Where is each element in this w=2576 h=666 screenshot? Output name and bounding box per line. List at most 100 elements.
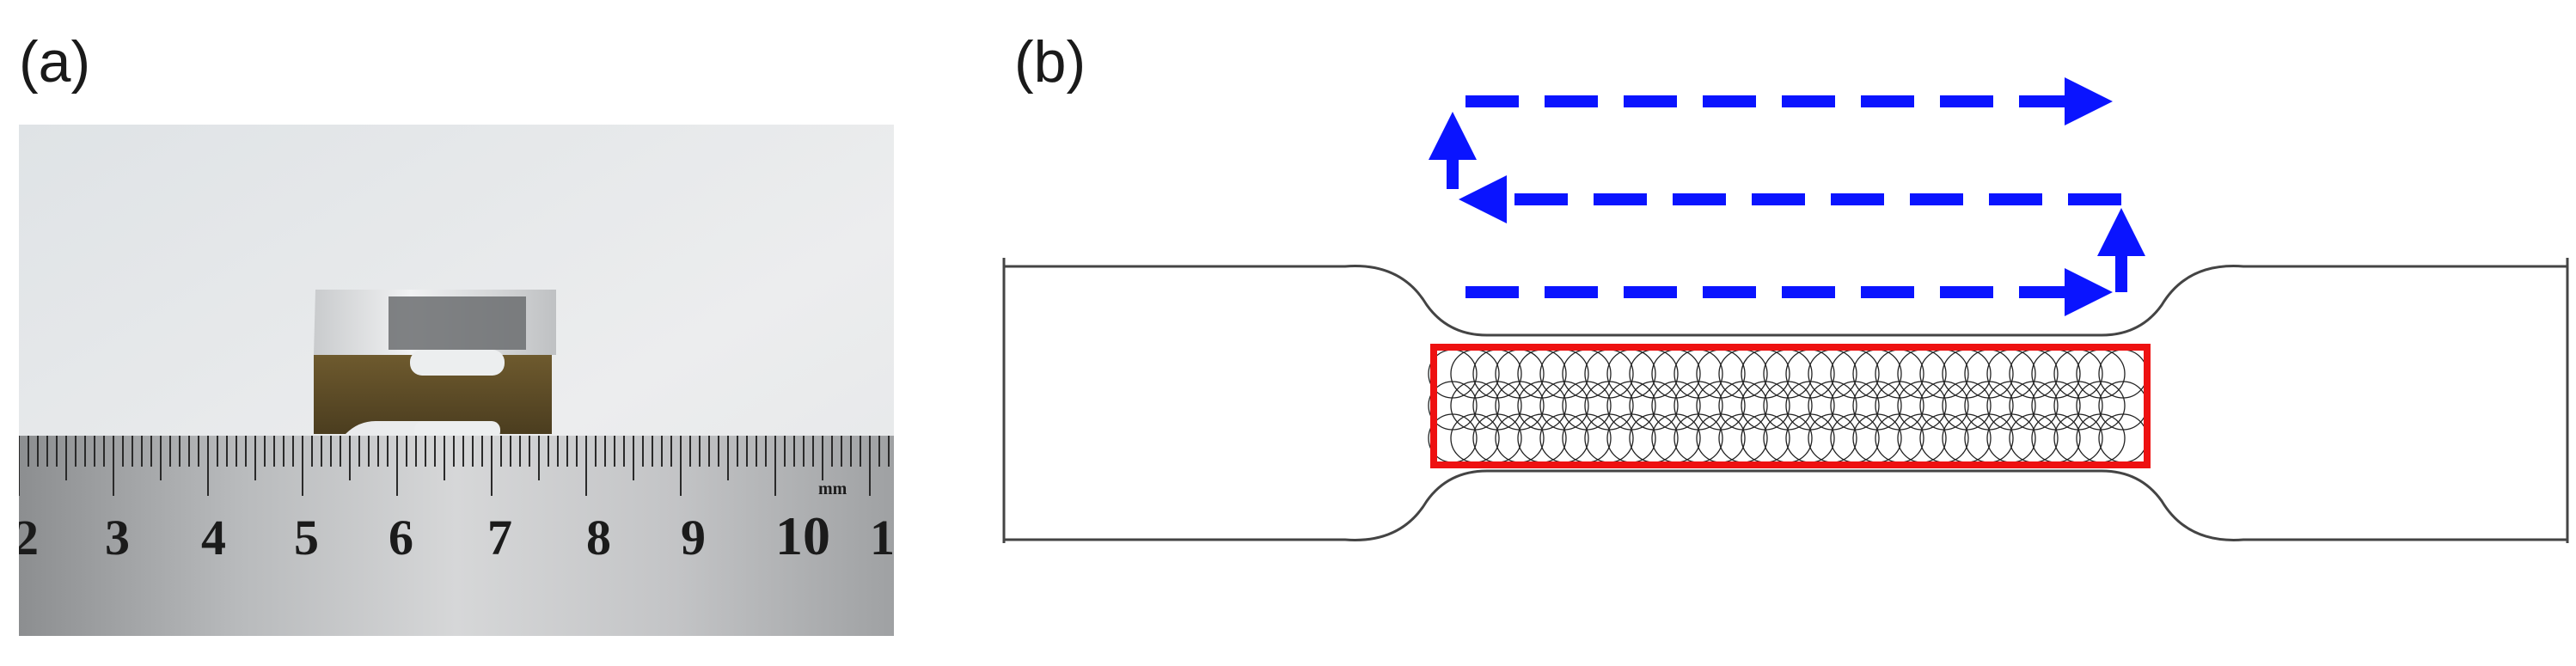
scan-path (1429, 77, 2145, 316)
laser-spot (1986, 381, 2036, 431)
laser-spot (1964, 381, 2014, 431)
ruler-number: 5 (294, 510, 319, 565)
laser-spot (1629, 413, 1679, 463)
laser-spot (1495, 381, 1545, 431)
laser-spot (1517, 381, 1567, 431)
laser-spot (1673, 349, 1723, 399)
laser-spot (1562, 349, 1612, 399)
laser-spot (1651, 381, 1701, 431)
ruler-body (19, 436, 894, 636)
laser-spot (2098, 349, 2148, 399)
laser-spot (1942, 413, 1992, 463)
laser-spot (1830, 349, 1880, 399)
laser-spot (1897, 349, 1947, 399)
laser-spot (1763, 413, 1813, 463)
laser-spot (1450, 349, 1500, 399)
laser-spot (2031, 413, 2081, 463)
ruler-number: 7 (487, 510, 512, 565)
laser-spot (1629, 349, 1679, 399)
laser-spot (1517, 349, 1567, 399)
laser-spot (1673, 381, 1723, 431)
laser-spot (1472, 413, 1522, 463)
laser-spot (2098, 381, 2148, 431)
laser-spot (2053, 349, 2103, 399)
laser-spot (1919, 349, 1969, 399)
laser-spot (1763, 349, 1813, 399)
laser-spot (1808, 381, 1857, 431)
laser-spot (1606, 413, 1656, 463)
ruler-number: 9 (681, 510, 706, 565)
laser-spot (2076, 349, 2126, 399)
specimen (314, 290, 556, 440)
deposit-zone-box (1430, 344, 2151, 468)
laser-spot (1539, 413, 1589, 463)
ruler-number: 3 (105, 510, 130, 565)
laser-spot (1495, 349, 1545, 399)
laser-spot-pattern (1428, 349, 2148, 463)
laser-spot (2009, 413, 2059, 463)
specimen-outline-bottom (1004, 469, 2567, 541)
laser-spot (1830, 381, 1880, 431)
laser-spot (2031, 381, 2081, 431)
laser-spot (1785, 349, 1835, 399)
laser-spot (1584, 413, 1634, 463)
laser-spot (1651, 349, 1701, 399)
laser-spot (1562, 381, 1612, 431)
laser-spot (1897, 381, 1947, 431)
laser-spot (1875, 381, 1924, 431)
laser-spot (2076, 413, 2126, 463)
laser-spot (1718, 349, 1768, 399)
laser-spot (1852, 349, 1902, 399)
ruler-number: 10 (775, 505, 830, 566)
laser-spot (2009, 381, 2059, 431)
ruler-number: 6 (389, 510, 413, 565)
laser-spot (2076, 381, 2126, 431)
laser-spot (1830, 413, 1880, 463)
laser-spot (1986, 413, 2036, 463)
laser-spot (1606, 381, 1656, 431)
laser-spot (1852, 381, 1902, 431)
laser-spot (1450, 381, 1500, 431)
laser-spot (1718, 413, 1768, 463)
laser-spot (2009, 349, 2059, 399)
laser-spot (1785, 413, 1835, 463)
laser-spot (1741, 381, 1790, 431)
weld-track (389, 296, 526, 350)
laser-spot (1696, 413, 1746, 463)
panel-a-label: (a) (19, 29, 91, 95)
laser-spot (1584, 349, 1634, 399)
laser-spot (1919, 413, 1969, 463)
scan-strategy-diagram (1002, 77, 2569, 543)
laser-spot (1673, 413, 1723, 463)
laser-spot (1718, 381, 1768, 431)
laser-spot (1651, 413, 1701, 463)
panel-b-label: (b) (1014, 29, 1086, 95)
laser-spot (1808, 349, 1857, 399)
laser-spot (2098, 413, 2148, 463)
ruler-number: 1 (870, 510, 894, 565)
laser-spot (1964, 349, 2014, 399)
laser-spot (1472, 349, 1522, 399)
laser-spot (2053, 381, 2103, 431)
laser-spot (1763, 381, 1813, 431)
laser-spot (1919, 381, 1969, 431)
laser-spot (1852, 413, 1902, 463)
laser-spot (1539, 381, 1589, 431)
laser-spot (1472, 381, 1522, 431)
laser-spot (1875, 349, 1924, 399)
laser-spot (1495, 413, 1545, 463)
laser-spot (1875, 413, 1924, 463)
laser-spot (1808, 413, 1857, 463)
laser-spot (1741, 413, 1790, 463)
laser-spot (1785, 381, 1835, 431)
laser-spot (2031, 349, 2081, 399)
laser-spot (1606, 349, 1656, 399)
ruler-number: 8 (586, 510, 611, 565)
ruler-ticks (19, 436, 890, 496)
ruler-unit: mm (818, 480, 847, 498)
laser-spot (1741, 349, 1790, 399)
laser-spot (1897, 413, 1947, 463)
